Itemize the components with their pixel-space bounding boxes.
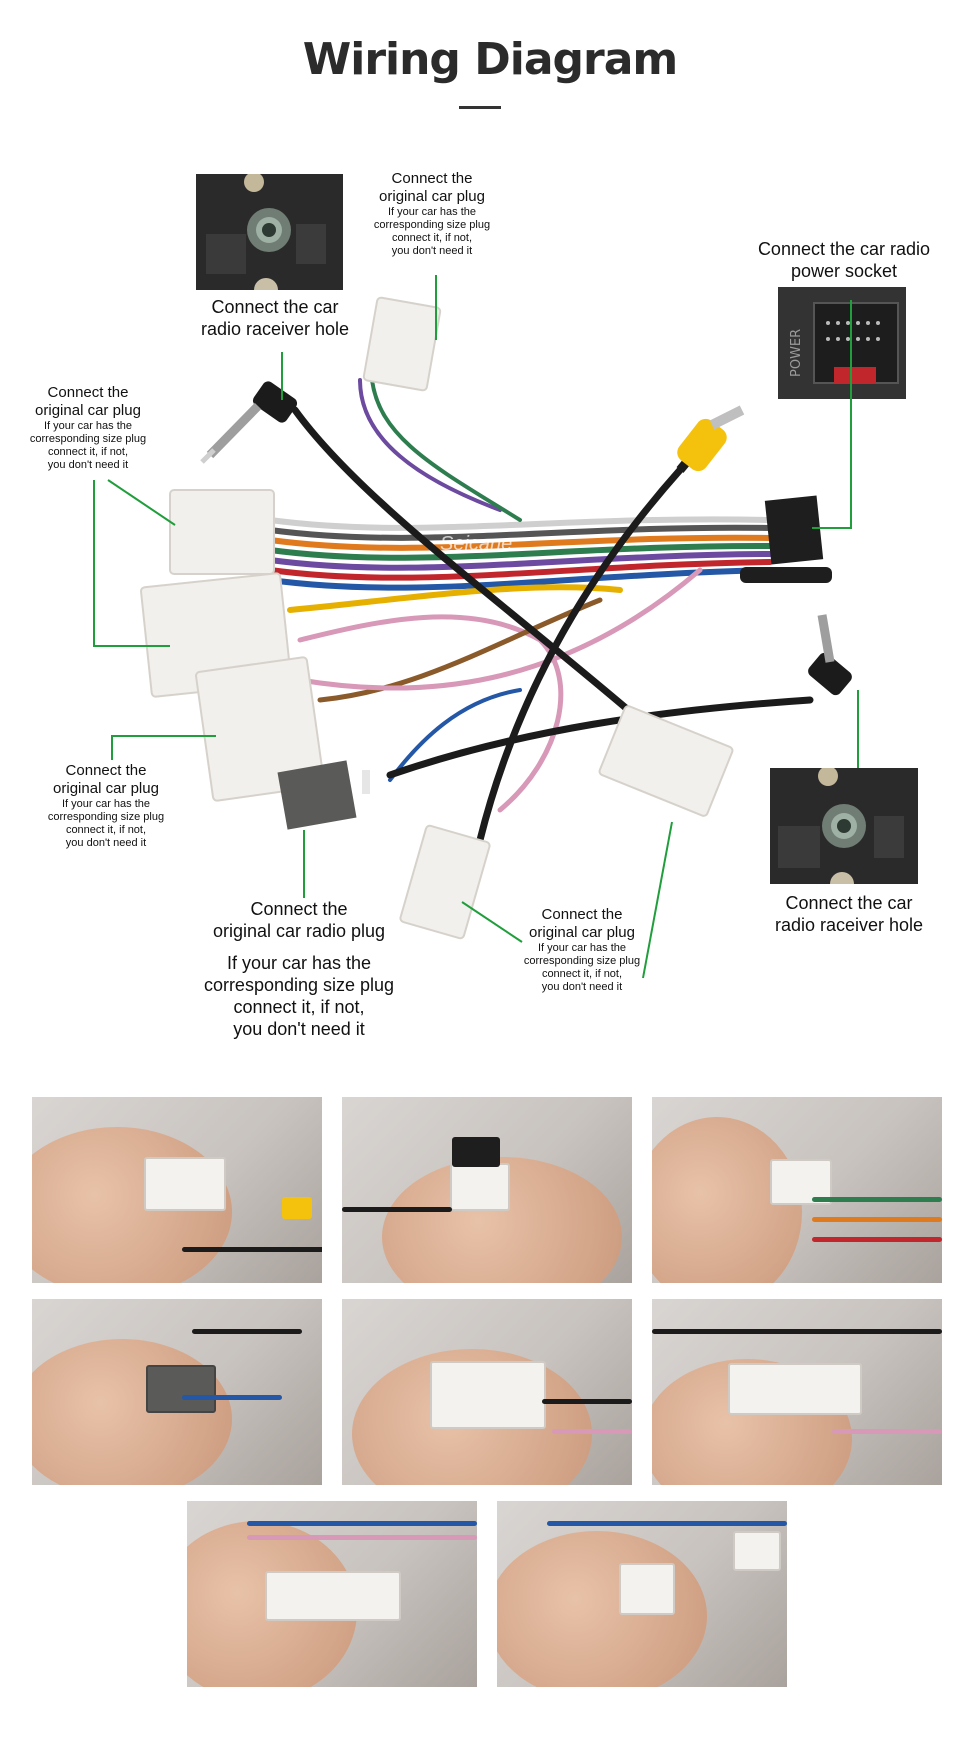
black-cables (291, 406, 814, 844)
wiring-harness-illustration: Seicane (93, 275, 859, 979)
power-socket-text: POWER (789, 329, 804, 377)
leader-lines (93, 275, 859, 979)
wire-bundle (267, 378, 773, 813)
watermark-text: Seicane (440, 533, 512, 555)
rca-plug-icon (676, 405, 745, 473)
connector-plug-left (169, 489, 275, 575)
label-power-socket: Connect the car radio power socket (757, 239, 931, 281)
antenna-plug-icon-right (808, 614, 852, 696)
label-plug-left-lower: Connect the original car plug If your ca… (47, 762, 165, 849)
connector-photo-8 (497, 1501, 787, 1687)
label-plug-bottom: Connect the original car plug If your ca… (523, 906, 641, 993)
title-divider (459, 106, 501, 109)
connector-photo-1 (32, 1097, 322, 1283)
power-socket-icon: POWER (778, 287, 906, 399)
connector-plug-top (362, 296, 442, 392)
radio-plug-icon (277, 760, 370, 830)
label-receiver-hole-top: Connect the car radio raceiver hole (200, 297, 350, 339)
label-receiver-hole-right: Connect the car radio raceiver hole (774, 893, 924, 935)
fuse-holder (740, 567, 832, 583)
power-socket-photo: POWER (778, 287, 906, 399)
connector-plug-right (598, 705, 734, 817)
receiver-hole-photo-top (196, 174, 343, 290)
label-plug-top: Connect the original car plug If your ca… (373, 170, 491, 257)
connector-photo-6 (652, 1299, 942, 1485)
receiver-hole-photo-right (770, 768, 918, 884)
antenna-socket-icon-right (770, 768, 918, 884)
label-radio-plug: Connect the original car radio plug If y… (203, 899, 395, 1039)
connector-photo-2 (342, 1097, 632, 1283)
antenna-socket-icon (196, 174, 343, 290)
connector-photo-5 (342, 1299, 632, 1485)
antenna-plug-icon (200, 381, 298, 464)
power-connector-icon (764, 495, 824, 565)
connector-photo-7 (187, 1501, 477, 1687)
connector-photo-3 (652, 1097, 942, 1283)
connector-plug-bottom (399, 824, 491, 940)
connector-photo-4 (32, 1299, 322, 1485)
label-plug-left: Connect the original car plug If your ca… (29, 384, 147, 471)
white-connectors (140, 296, 734, 940)
page-title: Wiring Diagram (302, 34, 679, 85)
